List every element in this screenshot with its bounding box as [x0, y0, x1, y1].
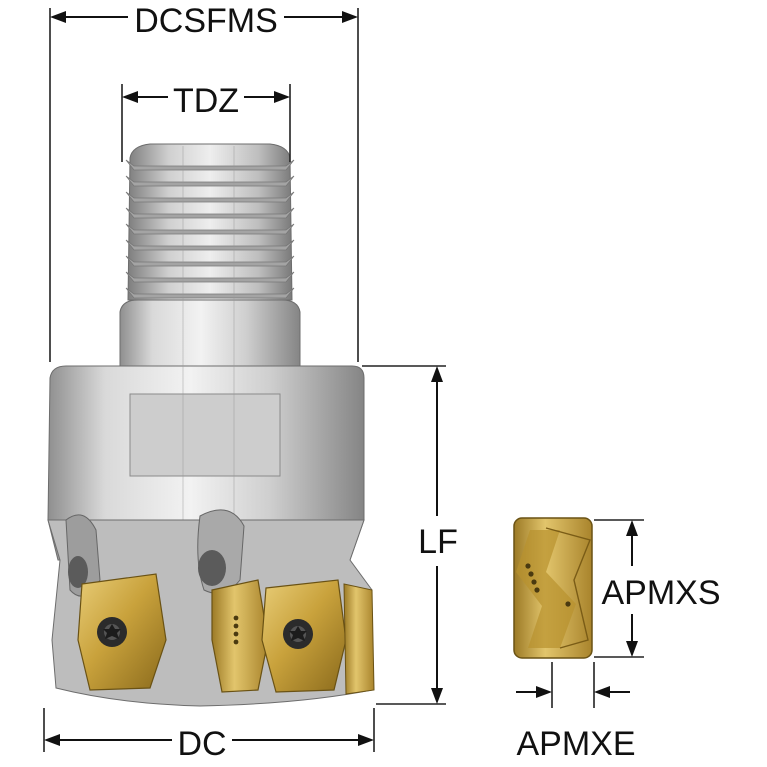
- thread-ridge: [125, 159, 295, 171]
- apmxe-label: APMXE: [516, 725, 635, 763]
- dcsfms-label: DCSFMS: [134, 2, 278, 40]
- cutting-insert: [261, 579, 347, 693]
- lf-label: LF: [418, 523, 458, 561]
- dimension-lf: LF: [362, 365, 458, 705]
- thread-ridge: [125, 271, 295, 283]
- thread-ridge: [125, 287, 295, 299]
- insert-detail-view: [513, 517, 593, 659]
- thread-ridge: [125, 239, 295, 251]
- dimension-tdz: TDZ: [121, 82, 291, 162]
- cutting-insert: [211, 579, 269, 693]
- dimension-dc: DC: [43, 708, 375, 763]
- tdz-label: TDZ: [173, 82, 239, 120]
- dc-label: DC: [177, 725, 226, 763]
- dimension-apmxs: APMXS: [594, 519, 721, 658]
- threaded-shank: [125, 143, 295, 301]
- thread-ridge: [125, 175, 295, 187]
- cutting-insert-edge: [343, 583, 375, 695]
- apmxs-label: APMXS: [601, 574, 720, 612]
- dimension-apmxe: APMXE: [516, 662, 636, 763]
- cutting-insert: [77, 573, 167, 691]
- thread-ridges: [125, 159, 295, 299]
- thread-ridge: [125, 255, 295, 267]
- thread-ridge: [125, 223, 295, 235]
- shank-neck: [119, 299, 301, 369]
- thread-ridge: [125, 191, 295, 203]
- thread-ridge: [125, 207, 295, 219]
- marking-flat: [129, 393, 281, 477]
- cutter-illustration: [47, 143, 375, 707]
- dimension-dcsfms: DCSFMS: [49, 2, 359, 362]
